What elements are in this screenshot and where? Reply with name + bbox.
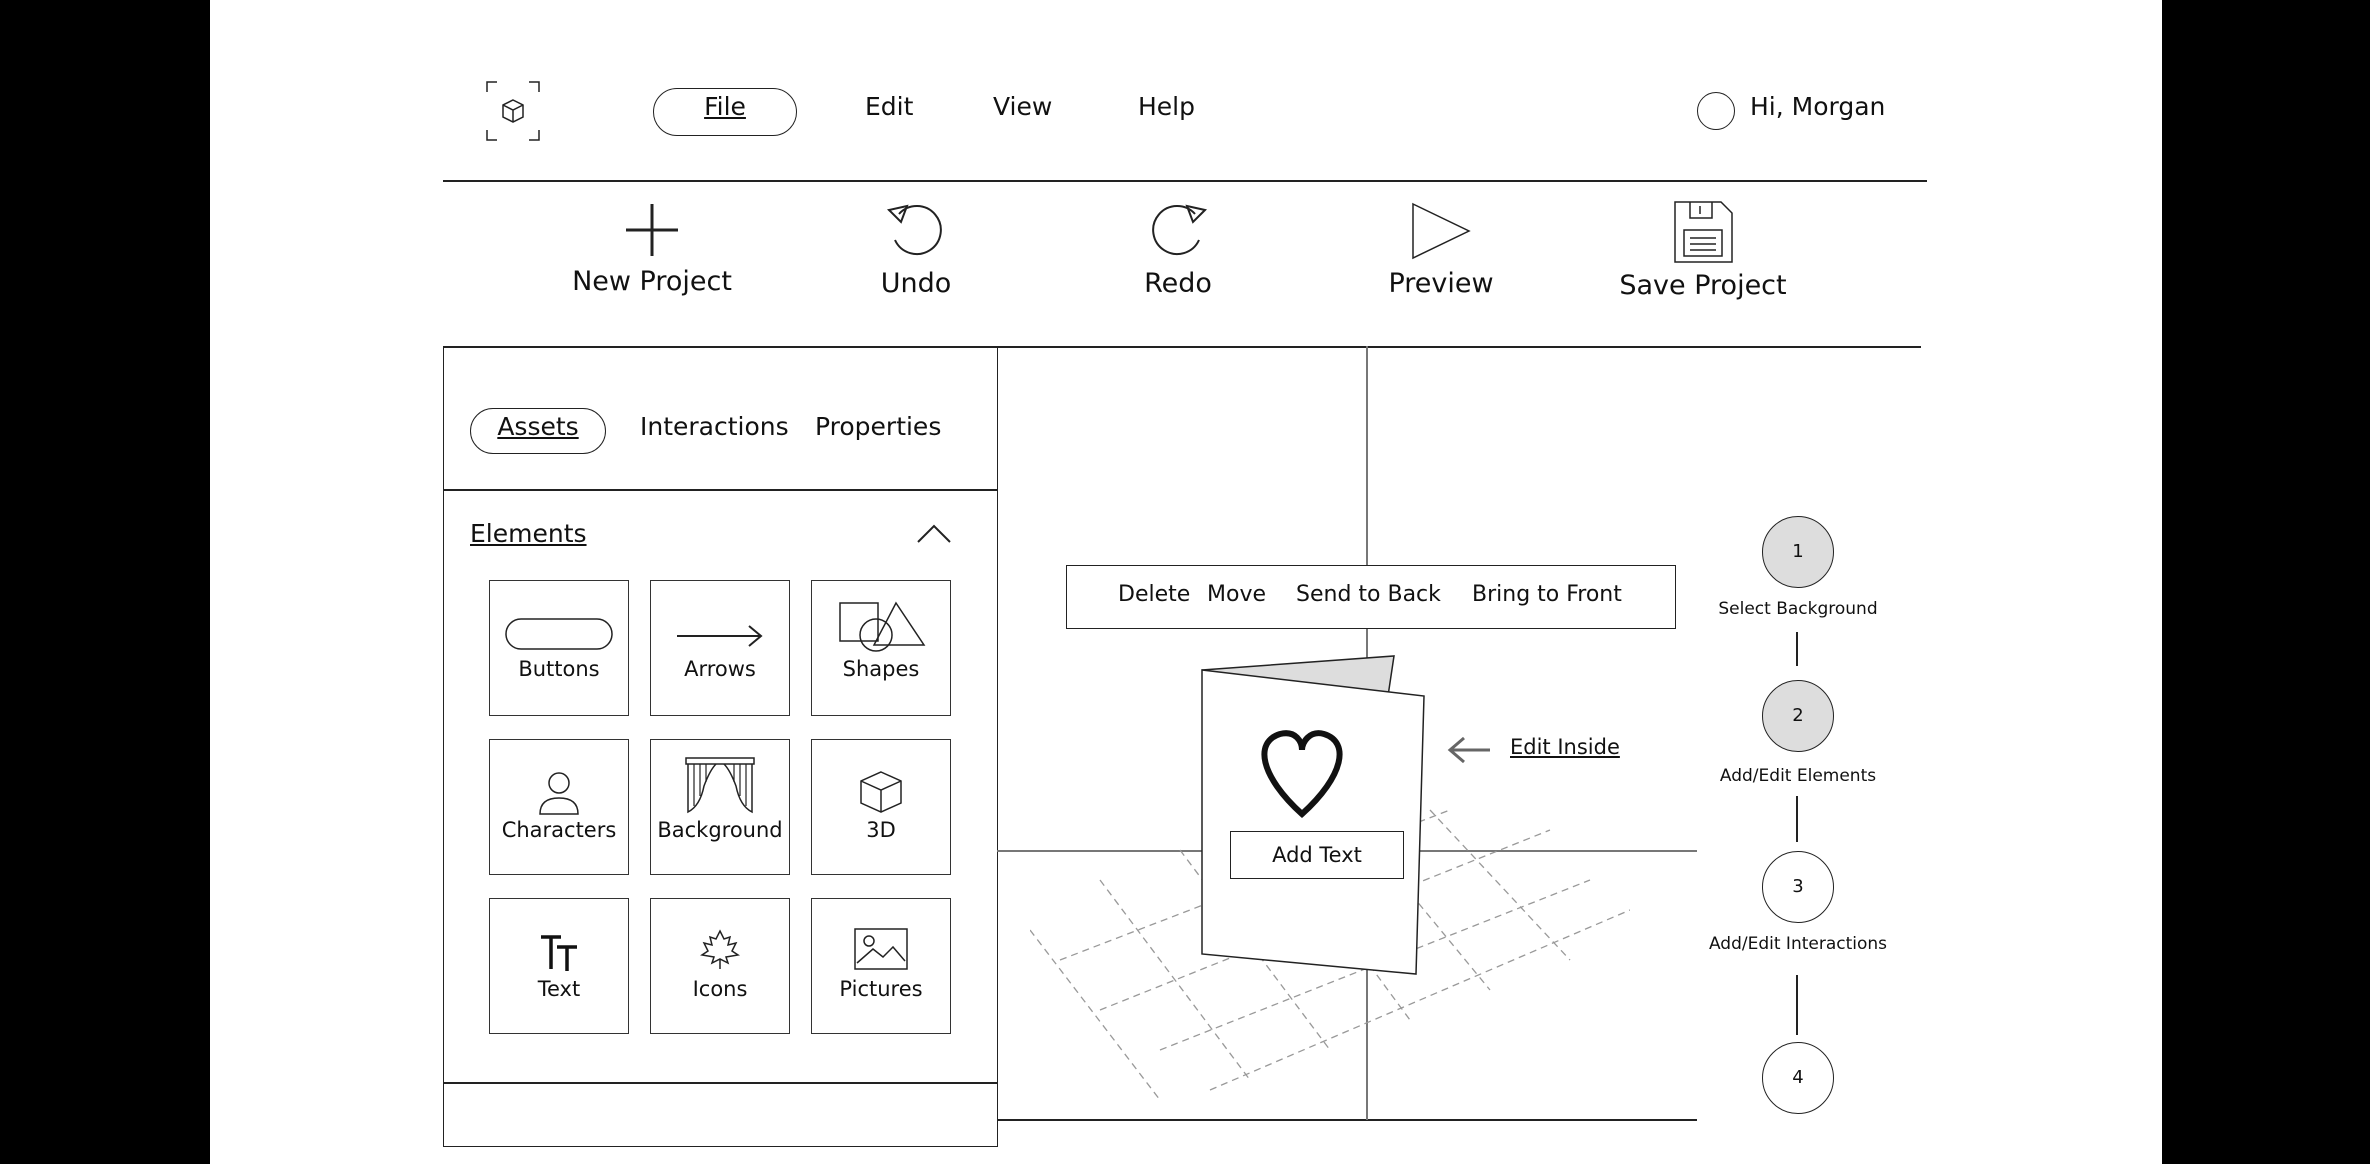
elements-section-title[interactable]: Elements	[470, 519, 587, 548]
person-icon	[539, 772, 579, 815]
menu-help[interactable]: Help	[1138, 92, 1195, 121]
tile-icons[interactable]: Icons	[650, 898, 790, 1034]
tile-pictures[interactable]: Pictures	[811, 898, 951, 1034]
step-2-circle[interactable]: 2	[1762, 680, 1834, 752]
toolbar-divider	[443, 346, 1921, 348]
picture-icon	[854, 928, 908, 970]
edit-inside-link[interactable]: Edit Inside	[1510, 735, 1620, 759]
tile-icons-label: Icons	[692, 977, 748, 1001]
tile-3d[interactable]: 3D	[811, 739, 951, 875]
floppy-disk-icon	[1674, 201, 1733, 263]
app-logo[interactable]	[485, 80, 541, 142]
undo-icon	[887, 204, 942, 256]
play-icon	[1412, 202, 1471, 260]
app-page: File Edit View Help Hi, Morgan New Proje…	[210, 0, 2162, 1164]
save-project-button[interactable]: Save Project	[1588, 200, 1818, 301]
step-4-circle[interactable]: 4	[1762, 1042, 1834, 1114]
tile-text[interactable]: Text	[489, 898, 629, 1034]
tile-text-label: Text	[537, 977, 581, 1001]
tile-pictures-label: Pictures	[839, 977, 923, 1001]
menu-file[interactable]	[653, 88, 797, 136]
collapse-chevron-icon[interactable]	[916, 522, 952, 548]
redo-icon	[1152, 204, 1207, 256]
tile-buttons-label: Buttons	[518, 657, 600, 681]
avatar[interactable]	[1697, 92, 1735, 130]
text-icon	[541, 935, 577, 971]
step-connector	[1796, 796, 1798, 842]
tile-characters[interactable]: Characters	[489, 739, 629, 875]
plus-icon	[626, 204, 678, 256]
add-text-button[interactable]: Add Text	[1230, 831, 1404, 879]
tile-background[interactable]: Background	[650, 739, 790, 875]
step-1-circle[interactable]: 1	[1762, 516, 1834, 588]
redo-button[interactable]: Redo	[1063, 200, 1293, 299]
panel-bottom-divider	[443, 1082, 998, 1084]
steps-panel	[1697, 490, 1937, 1130]
redo-label: Redo	[1144, 268, 1212, 299]
tile-arrows-label: Arrows	[684, 657, 756, 681]
menu-divider	[443, 180, 1927, 182]
preview-label: Preview	[1388, 268, 1494, 299]
undo-button[interactable]: Undo	[801, 200, 1031, 299]
left-arrow-icon	[1446, 735, 1492, 769]
new-project-button[interactable]: New Project	[537, 200, 767, 297]
tile-shapes-label: Shapes	[842, 657, 920, 681]
menu-edit[interactable]: Edit	[865, 92, 914, 121]
cube-logo-icon	[486, 81, 540, 141]
user-greeting[interactable]: Hi, Morgan	[1750, 92, 1886, 121]
menu-file-label: File	[704, 92, 746, 121]
context-menu	[1066, 565, 1676, 629]
tile-background-label: Background	[657, 818, 783, 842]
tab-assets-label: Assets	[497, 412, 579, 441]
context-bring-to-front[interactable]: Bring to Front	[1472, 582, 1622, 607]
tile-3d-label: 3D	[866, 818, 896, 842]
tab-interactions[interactable]: Interactions	[640, 412, 789, 441]
heart-icon	[1261, 730, 1343, 819]
maple-leaf-icon	[700, 929, 740, 969]
save-project-label: Save Project	[1619, 270, 1787, 301]
step-connector	[1796, 632, 1798, 666]
undo-label: Undo	[880, 268, 952, 299]
context-delete[interactable]: Delete	[1118, 582, 1191, 607]
canvas-guide-horizontal	[997, 850, 1927, 852]
step-3-label: Add/Edit Interactions	[1708, 934, 1888, 954]
step-1-label: Select Background	[1718, 599, 1878, 619]
preview-button[interactable]: Preview	[1326, 200, 1556, 299]
add-text-label: Add Text	[1272, 843, 1362, 867]
left-panel	[443, 346, 998, 1147]
greeting-card[interactable]	[1200, 650, 1450, 980]
new-project-label: New Project	[572, 266, 732, 297]
context-send-to-back[interactable]: Send to Back	[1296, 582, 1441, 607]
tab-assets[interactable]	[470, 408, 606, 454]
shapes-icon	[839, 601, 926, 652]
curtains-icon	[685, 757, 755, 814]
tab-properties[interactable]: Properties	[815, 412, 942, 441]
step-3-circle[interactable]: 3	[1762, 851, 1834, 923]
arrow-right-icon	[677, 625, 763, 647]
tile-arrows[interactable]: Arrows	[650, 580, 790, 716]
cube-icon	[860, 771, 902, 813]
canvas-bottom-line	[997, 1119, 1927, 1121]
tile-characters-label: Characters	[501, 818, 617, 842]
tile-buttons[interactable]: Buttons	[489, 580, 629, 716]
context-move[interactable]: Move	[1207, 582, 1266, 607]
button-shape-icon	[505, 618, 613, 650]
tile-shapes[interactable]: Shapes	[811, 580, 951, 716]
tabs-divider	[443, 489, 998, 491]
menu-view[interactable]: View	[993, 92, 1053, 121]
step-2-label: Add/Edit Elements	[1719, 766, 1877, 786]
step-connector	[1796, 975, 1798, 1035]
